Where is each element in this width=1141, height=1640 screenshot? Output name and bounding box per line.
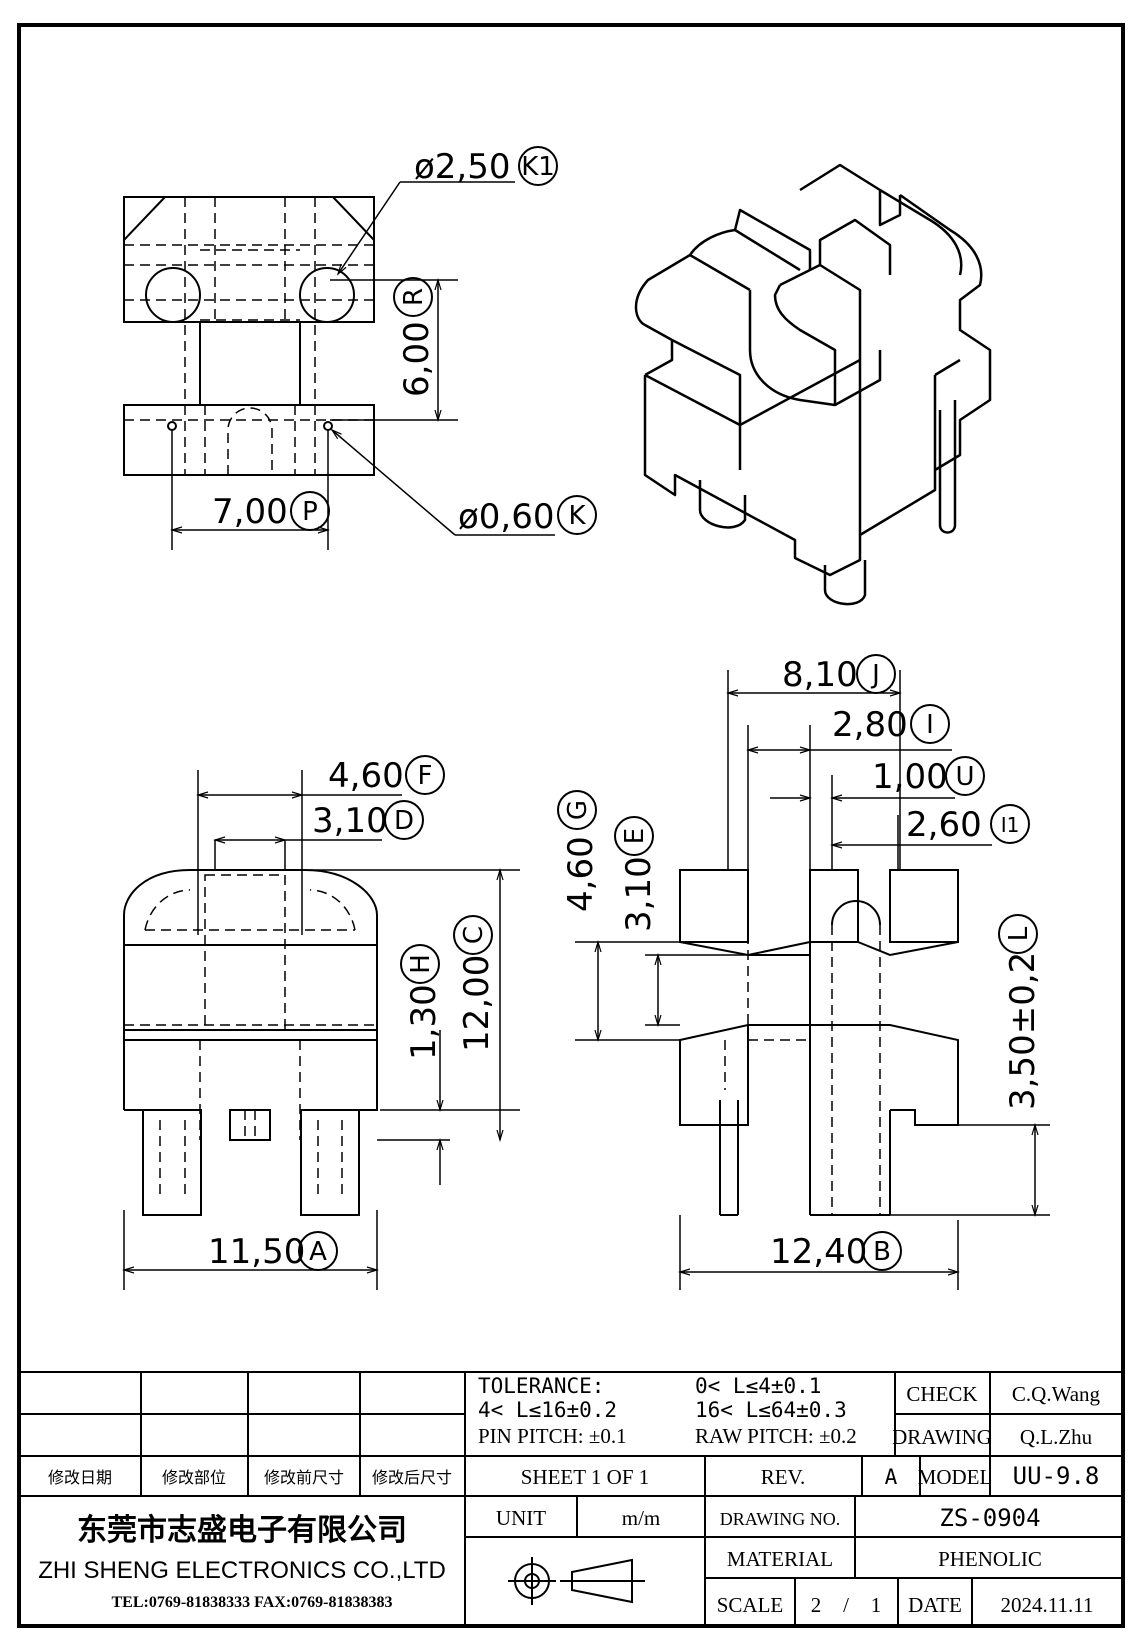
company-name-en: ZHI SHENG ELECTRONICS CO.,LTD xyxy=(38,1557,446,1584)
tag-i: I xyxy=(926,710,934,740)
unit-label: UNIT xyxy=(496,1506,546,1530)
tag-j-circle xyxy=(856,654,896,694)
tag-a-circle xyxy=(298,1231,338,1271)
scale-denominator: 1 xyxy=(871,1593,882,1617)
company-contact: TEL:0769-81838333 FAX:0769-81838383 xyxy=(111,1594,392,1611)
tag-l-circle xyxy=(998,914,1038,954)
tag-g-circle xyxy=(557,790,597,830)
tolerance-row-1: 0< L≤4±0.1 xyxy=(695,1374,821,1398)
rev-value: A xyxy=(885,1465,898,1489)
tag-a: A xyxy=(309,1237,327,1267)
sheet-border xyxy=(17,23,1125,1628)
company-name-cn: 东莞市志盛电子有限公司 xyxy=(77,1513,407,1548)
tag-h: H xyxy=(406,954,436,974)
tag-r-circle xyxy=(393,277,433,317)
tag-k1-circle xyxy=(518,146,558,186)
drawing-no-label: DRAWING NO. xyxy=(720,1509,841,1529)
dim-a-value: 11,50 xyxy=(208,1232,305,1272)
scale-separator: / xyxy=(843,1593,849,1617)
rev-label: REV. xyxy=(761,1465,806,1489)
dim-h-value: 1,30 xyxy=(404,984,444,1060)
check-value: C.Q.Wang xyxy=(1012,1382,1101,1406)
tag-k-circle xyxy=(557,495,597,535)
dim-l-value: 3,50±0,2 xyxy=(1003,952,1043,1110)
dim-g-value: 4,60 xyxy=(561,836,601,912)
tag-d-circle xyxy=(384,800,424,840)
isometric-view xyxy=(634,163,992,606)
tag-k1: K1 xyxy=(521,152,555,182)
tolerance-label: TOLERANCE: xyxy=(478,1374,604,1398)
tolerance-row-3: 16< L≤64±0.3 xyxy=(695,1398,847,1422)
scale-numerator: 2 xyxy=(811,1593,822,1617)
sheet-count: SHEET 1 OF 1 xyxy=(521,1465,650,1489)
dim-i-value: 2,80 xyxy=(832,705,908,745)
tag-d: D xyxy=(394,806,414,836)
dimension-texts: ø2,50 K1 6,00 R 7,00 P ø0,60 K 4,60 F 3,… xyxy=(208,146,1043,1272)
tag-e: E xyxy=(620,828,650,844)
scale-label: SCALE xyxy=(717,1593,784,1617)
tag-b: B xyxy=(873,1237,891,1267)
title-block-grid xyxy=(19,1371,1123,1626)
tag-p: P xyxy=(302,497,318,527)
drawing-no-value: ZS-0904 xyxy=(939,1504,1040,1532)
raw-pitch: RAW PITCH: ±0.2 xyxy=(695,1424,857,1448)
rev-header-date: 修改日期 xyxy=(48,1469,112,1487)
tag-i-circle xyxy=(910,704,950,744)
dim-k-value: ø0,60 xyxy=(458,497,555,537)
tolerance-row-2: 4< L≤16±0.2 xyxy=(478,1398,617,1422)
tag-f-circle xyxy=(405,755,445,795)
material-value: PHENOLIC xyxy=(938,1547,1042,1571)
dim-c-value: 12,00 xyxy=(457,955,497,1052)
tag-i1-circle xyxy=(990,804,1030,844)
rev-header-part: 修改部位 xyxy=(162,1469,226,1487)
drawing-label: DRAWING xyxy=(892,1425,992,1449)
tag-j: J xyxy=(870,660,880,690)
tag-h-circle xyxy=(400,944,440,984)
unit-value: m/m xyxy=(622,1506,661,1530)
dim-e-value: 3,10 xyxy=(619,856,659,932)
tag-c: C xyxy=(459,926,489,944)
side-view-dims xyxy=(575,670,1050,1290)
side-view xyxy=(679,869,959,1216)
dim-k1-value: ø2,50 xyxy=(414,147,511,187)
dim-r-value: 6,00 xyxy=(397,321,437,397)
tag-e-circle xyxy=(614,816,654,856)
model-label: MODEL xyxy=(918,1465,993,1489)
top-view xyxy=(123,196,375,476)
tag-r: R xyxy=(399,288,429,306)
dim-j-value: 8,10 xyxy=(782,655,858,695)
drawing-value: Q.L.Zhu xyxy=(1020,1425,1093,1449)
tag-i1: I1 xyxy=(1001,813,1020,837)
pin-pitch: PIN PITCH: ±0.1 xyxy=(478,1424,627,1448)
tag-b-circle xyxy=(862,1231,902,1271)
dim-f-value: 4,60 xyxy=(328,756,404,796)
date-value: 2024.11.11 xyxy=(1001,1593,1094,1617)
front-view xyxy=(123,869,378,1216)
dim-u-value: 1,00 xyxy=(872,757,948,797)
dim-d-value: 3,10 xyxy=(312,801,388,841)
title-block-texts: TOLERANCE: 0< L≤4±0.1 4< L≤16±0.2 16< L≤… xyxy=(38,1374,1100,1617)
tag-p-circle xyxy=(290,491,330,531)
top-view-dims xyxy=(172,181,555,550)
tag-u: U xyxy=(955,762,974,792)
dim-i1-value: 2,60 xyxy=(906,805,982,845)
tag-u-circle xyxy=(945,756,985,796)
tag-l: L xyxy=(1004,926,1034,941)
rev-header-before: 修改前尺寸 xyxy=(264,1469,344,1487)
tag-k: K xyxy=(568,501,586,531)
material-label: MATERIAL xyxy=(727,1547,833,1571)
check-label: CHECK xyxy=(906,1382,977,1406)
tag-f: F xyxy=(418,761,433,791)
tag-g: G xyxy=(563,800,593,820)
date-label: DATE xyxy=(908,1593,962,1617)
rev-header-after: 修改后尺寸 xyxy=(372,1469,452,1487)
model-value: UU-9.8 xyxy=(1013,1462,1100,1490)
tag-c-circle xyxy=(453,915,493,955)
front-view-dims xyxy=(124,770,520,1290)
dim-b-value: 12,40 xyxy=(770,1232,867,1272)
dim-p-value: 7,00 xyxy=(212,492,288,532)
